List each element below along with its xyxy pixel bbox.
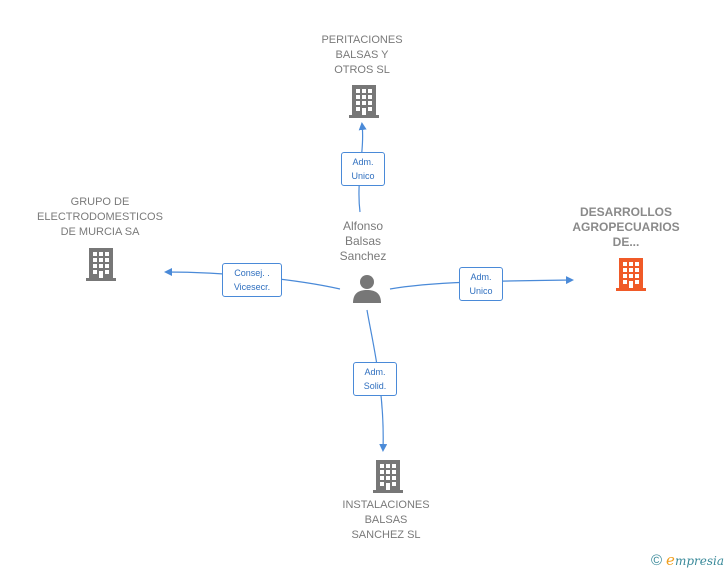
relation-label-line: Vicesecr. [233, 282, 271, 292]
person-name-line: Alfonso [342, 219, 384, 233]
person-name-line: Balsas [344, 234, 382, 248]
company-name-line: DE MURCIA SA [60, 226, 140, 238]
brand-logo-initial: e [666, 551, 675, 569]
relation-label-right[interactable]: Adm. Unico [459, 267, 503, 301]
brand-footer: © empresia [651, 551, 724, 569]
relation-label-line: Solid. [363, 381, 387, 391]
relation-label-line: Unico [469, 286, 493, 296]
relation-label-line: Consej. . [234, 268, 270, 278]
company-name-top[interactable]: PERITACIONES BALSAS Y OTROS SL [296, 33, 428, 78]
company-name-right[interactable]: DESARROLLOS AGROPECUARIOS DE... [556, 205, 696, 250]
relation-label-line: Adm. [470, 272, 492, 282]
company-name-line: AGROPECUARIOS [572, 220, 680, 234]
building-icon[interactable] [371, 458, 405, 494]
person-icon[interactable] [352, 273, 382, 303]
relation-label-line: Adm. [352, 157, 374, 167]
building-icon[interactable] [614, 256, 648, 292]
brand-logo-text: mpresia [674, 554, 724, 568]
company-name-line: ELECTRODOMESTICOS [37, 211, 163, 223]
building-icon[interactable] [84, 246, 118, 282]
company-name-line: DESARROLLOS [579, 205, 672, 219]
relation-label-top[interactable]: Adm. Unico [341, 152, 385, 186]
copyright-symbol: © [650, 551, 663, 569]
brand-logo: empresia [666, 551, 724, 569]
person-name-line: Sanchez [339, 249, 387, 263]
company-name-line: SANCHEZ SL [351, 529, 421, 541]
building-icon[interactable] [347, 83, 381, 119]
relation-label-left[interactable]: Consej. . Vicesecr. [222, 263, 282, 297]
company-name-bottom[interactable]: INSTALACIONES BALSAS SANCHEZ SL [316, 498, 456, 543]
relation-label-line: Adm. [364, 367, 386, 377]
company-name-line: BALSAS [364, 514, 408, 526]
relation-label-bottom[interactable]: Adm. Solid. [353, 362, 397, 396]
company-name-line: INSTALACIONES [342, 499, 430, 511]
company-name-line: GRUPO DE [70, 196, 130, 208]
company-name-left[interactable]: GRUPO DE ELECTRODOMESTICOS DE MURCIA SA [24, 195, 176, 240]
company-name-line: OTROS SL [334, 64, 390, 76]
company-name-line: PERITACIONES [321, 34, 403, 46]
company-name-line: BALSAS Y [335, 49, 389, 61]
person-name[interactable]: Alfonso Balsas Sanchez [318, 219, 408, 264]
company-name-line: DE... [612, 235, 640, 249]
relation-label-line: Unico [351, 171, 375, 181]
